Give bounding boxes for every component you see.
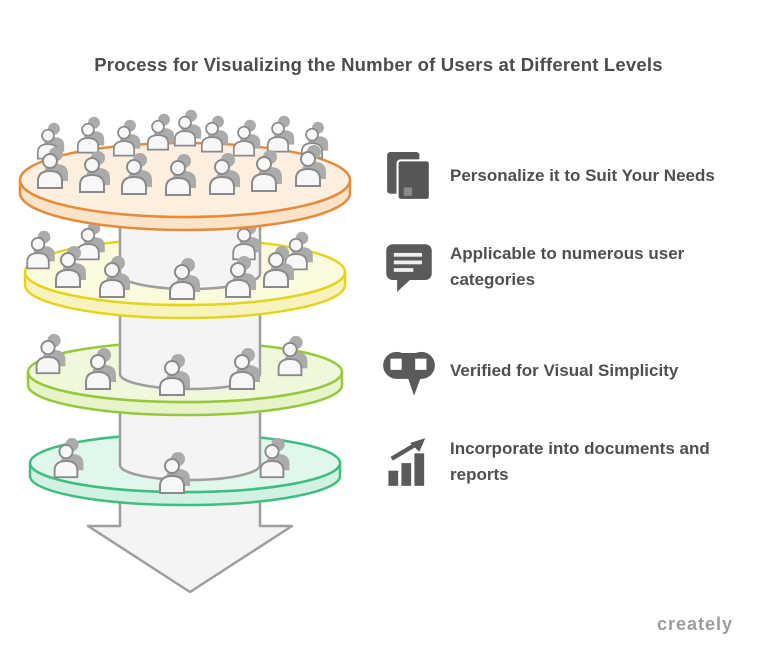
feature-row-visual: Verified for Visual Simplicity xyxy=(382,342,742,400)
feature-row-personalize: Personalize it to Suit Your Needs xyxy=(382,150,742,202)
feature-line: Verified for Visual Simplicity xyxy=(450,361,679,380)
feature-line: Applicable to numerous user xyxy=(450,244,685,263)
watermark-link[interactable]: creately xyxy=(656,614,733,634)
funnel-diagram xyxy=(18,109,352,594)
feature-label: Incorporate into documents and reports xyxy=(450,436,710,488)
feature-row-reports: Incorporate into documents and reports xyxy=(382,434,742,490)
feature-label: Verified for Visual Simplicity xyxy=(450,358,678,384)
feature-line: Incorporate into documents and xyxy=(450,439,710,458)
layer-1 xyxy=(18,109,352,232)
template-icon xyxy=(382,150,436,202)
visual-icon xyxy=(382,342,436,400)
feature-row-categories: Applicable to numerous user categories xyxy=(382,240,742,294)
feature-line: categories xyxy=(450,270,536,289)
layer-3 xyxy=(26,272,344,417)
feature-label: Applicable to numerous user categories xyxy=(450,241,684,293)
feature-label: Personalize it to Suit Your Needs xyxy=(450,163,715,189)
chat-icon xyxy=(382,240,436,294)
feature-line: reports xyxy=(450,465,509,484)
diagram-title: Process for Visualizing the Number of Us… xyxy=(94,54,663,75)
chart-icon xyxy=(382,434,436,490)
feature-line: Personalize it to Suit Your Needs xyxy=(450,166,715,185)
